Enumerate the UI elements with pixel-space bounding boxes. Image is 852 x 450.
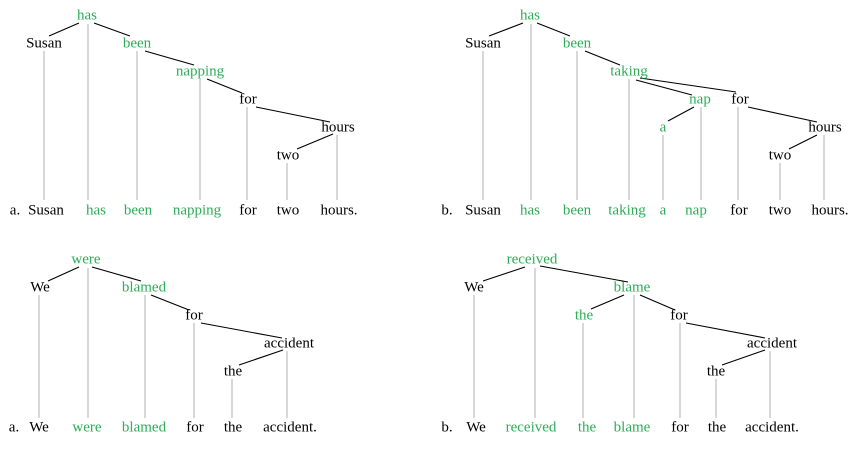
edge-were-we bbox=[47, 266, 80, 282]
edge-taking-for bbox=[639, 77, 737, 93]
sentence-token: has bbox=[86, 202, 106, 219]
sentence-token: napping bbox=[172, 202, 222, 219]
sentence-token: for bbox=[239, 202, 257, 219]
tree-node-for: for bbox=[670, 307, 688, 324]
sentence-token: hours. bbox=[811, 202, 849, 219]
tree-node-a: a bbox=[659, 119, 667, 136]
sentence-token: taking bbox=[608, 202, 646, 219]
tree-node-blamed: blamed bbox=[121, 279, 167, 296]
tree-node-for: for bbox=[239, 91, 257, 108]
tree-node-blame: blame bbox=[613, 279, 651, 296]
edge-blame-for bbox=[639, 294, 676, 311]
tree-node-accident: accident bbox=[747, 335, 797, 352]
sentence-token: two bbox=[276, 202, 300, 219]
edge-received-we bbox=[482, 266, 526, 282]
tree-node-the: the bbox=[223, 363, 243, 380]
sentence-token: Susan bbox=[28, 202, 64, 219]
tree-node-the-2: the bbox=[706, 363, 726, 380]
edge-been-taking bbox=[584, 50, 621, 66]
edge-received-blame bbox=[539, 265, 629, 283]
edge-for-hours bbox=[747, 106, 818, 123]
sentence-token: the bbox=[577, 419, 597, 436]
tree-node-two: two bbox=[768, 147, 792, 164]
tree-node-has: has bbox=[520, 7, 540, 24]
tree-node-were: were bbox=[71, 251, 101, 268]
tree-node-hours: hours bbox=[321, 119, 355, 136]
sentence-token: two bbox=[768, 202, 792, 219]
tree-node-received: received bbox=[506, 251, 558, 268]
tree-node-hours: hours bbox=[808, 119, 842, 136]
edge-for-accident bbox=[685, 322, 766, 339]
edge-has-susan bbox=[48, 22, 80, 37]
sentence-token: blamed bbox=[121, 419, 167, 436]
edge-accident-the bbox=[238, 349, 284, 366]
sentence-label: a. bbox=[9, 202, 21, 219]
edge-for-accident bbox=[200, 322, 283, 339]
sentence-token: accident. bbox=[263, 419, 317, 436]
tree-node-napping: napping bbox=[175, 63, 225, 80]
sentence-token: for bbox=[730, 202, 748, 219]
sentence-token: been bbox=[562, 202, 592, 219]
edge-been-napping bbox=[144, 50, 195, 66]
tree-node-accident: accident bbox=[264, 335, 314, 352]
edge-blame-the-1 bbox=[590, 294, 625, 310]
edge-accident-the-2 bbox=[721, 349, 766, 366]
edge-has-been bbox=[93, 22, 131, 37]
tree-node-the-1: the bbox=[574, 307, 594, 324]
tree-node-two: two bbox=[276, 147, 300, 164]
edge-has-susan bbox=[488, 22, 524, 37]
sentence-label: a. bbox=[8, 419, 20, 436]
edge-blamed-for bbox=[150, 294, 190, 311]
sentence-token: has bbox=[520, 202, 540, 219]
tree-node-susan: Susan bbox=[465, 35, 501, 52]
sentence-token: were bbox=[72, 419, 102, 436]
tree-node-for: for bbox=[731, 91, 749, 108]
sentence-token: a bbox=[659, 202, 667, 219]
sentence-token: blame bbox=[613, 419, 651, 436]
sentence-token: hours. bbox=[320, 202, 358, 219]
tree-node-nap: nap bbox=[689, 91, 711, 108]
tree-node-susan: Susan bbox=[26, 35, 62, 52]
sentence-token: We bbox=[29, 419, 49, 436]
edge-napping-for bbox=[206, 78, 243, 94]
tree-node-we: We bbox=[30, 279, 50, 296]
edge-were-blamed bbox=[91, 266, 142, 282]
tree-node-taking: taking bbox=[610, 63, 648, 80]
sentence-token: nap bbox=[685, 202, 707, 219]
sentence-token: the bbox=[707, 419, 727, 436]
sentence-token: accident. bbox=[745, 419, 799, 436]
sentence-token: for bbox=[186, 419, 204, 436]
sentence-token: Susan bbox=[465, 202, 501, 219]
sentence-label: b. bbox=[441, 202, 453, 219]
sentence-label: b. bbox=[441, 419, 453, 436]
edge-has-been bbox=[536, 22, 571, 37]
tree-node-been: been bbox=[562, 35, 592, 52]
edge-hours-two bbox=[788, 134, 818, 150]
tree-node-been: been bbox=[122, 35, 152, 52]
sentence-token: been bbox=[123, 202, 153, 219]
edge-taking-nap bbox=[635, 79, 693, 96]
edge-hours-two bbox=[296, 133, 334, 150]
sentence-token: We bbox=[466, 419, 486, 436]
tree-node-we: We bbox=[464, 279, 484, 296]
tree-node-has: has bbox=[77, 7, 97, 24]
edge-nap-a bbox=[667, 106, 695, 122]
sentence-token: received bbox=[505, 419, 557, 436]
sentence-token: for bbox=[671, 419, 689, 436]
sentence-token: the bbox=[223, 419, 243, 436]
tree-node-for: for bbox=[185, 307, 203, 324]
edge-for-hours bbox=[255, 106, 331, 123]
